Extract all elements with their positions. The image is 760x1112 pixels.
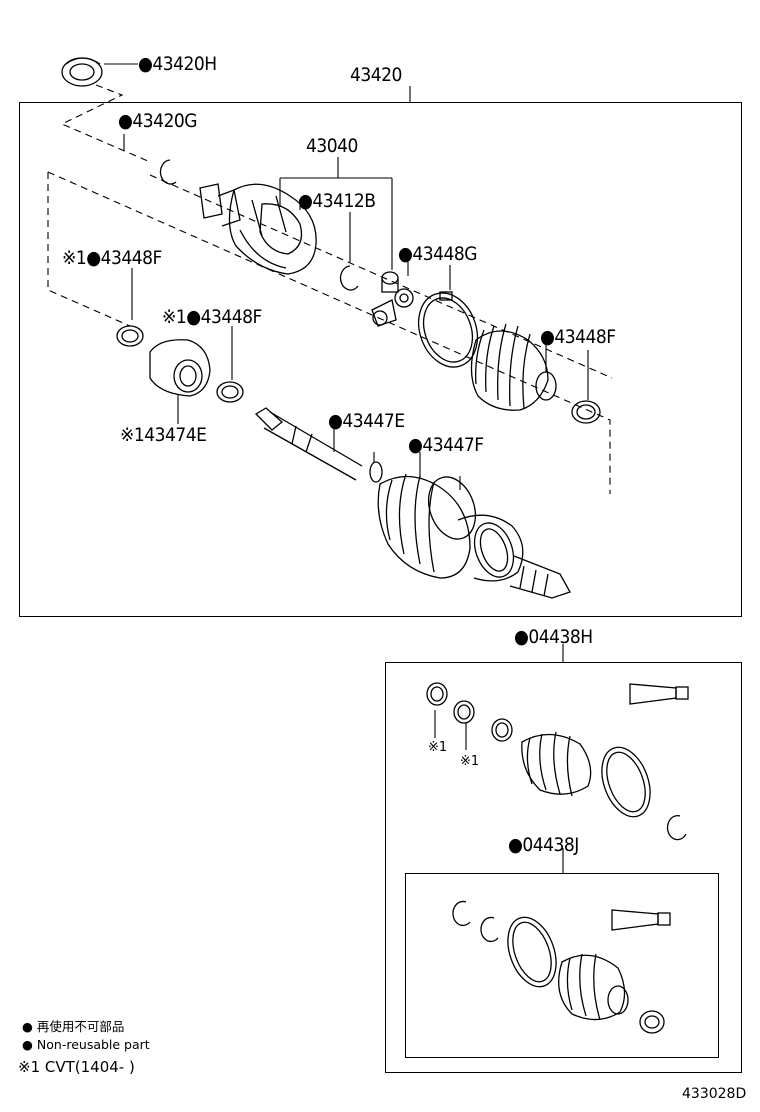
label-43420G: ●43420G — [118, 110, 198, 132]
kit-h-grease-tube — [629, 683, 689, 705]
legend-bullet-en: ● — [22, 1037, 33, 1052]
kit-j-boot — [558, 953, 629, 1021]
dashed-guides — [47, 84, 613, 494]
legend-nonreusable-en: Non-reusable part — [36, 1037, 150, 1052]
label-43448F-mid: ※1●43448F — [162, 306, 262, 328]
label-43447F: ●43447F — [408, 434, 484, 456]
kit-h-small-band-1 — [426, 682, 448, 706]
outboard-joint — [377, 473, 571, 599]
label-43412B: ●43412B — [298, 190, 376, 212]
kit-h-boot — [521, 731, 592, 797]
boot-band-large — [418, 291, 478, 368]
label-43420: 43420 — [350, 64, 402, 86]
kit-j-snap-ring-2 — [480, 916, 499, 943]
small-band-right — [571, 400, 601, 424]
main-assembly-box — [19, 102, 742, 617]
kit-j-small-band — [639, 1010, 665, 1034]
kit-h-small-band-2 — [453, 700, 475, 724]
inboard-boot — [470, 323, 557, 411]
label-43420H: ●43420H — [138, 53, 217, 75]
legend-row-en: ● Non-reusable part — [22, 1036, 150, 1054]
label-43448F-right: ●43448F — [540, 326, 616, 348]
drive-shaft — [254, 407, 383, 483]
legend-nonreusable-jp: 再使用不可部品 — [36, 1019, 125, 1034]
label-43448G: ●43448G — [398, 243, 478, 265]
kit-j-snap-ring-1 — [452, 900, 471, 927]
dust-seal-43420H — [61, 57, 103, 87]
kit-h-large-band — [601, 746, 651, 818]
kit-h-small-band-3 — [491, 718, 513, 742]
label-43448F-left: ※1●43448F — [62, 247, 162, 269]
legend: ● 再使用不可部品 ● Non-reusable part — [22, 1018, 150, 1054]
diagram-code: 433028D — [682, 1086, 747, 1102]
small-band-left — [116, 325, 144, 347]
label-43040: 43040 — [306, 135, 358, 157]
small-band-mid — [216, 381, 244, 403]
snap-ring-43420G — [159, 159, 177, 185]
snap-ring-43412B — [339, 265, 359, 291]
legend-row-jp: ● 再使用不可部品 — [22, 1018, 150, 1036]
label-43474E: ※143474E — [120, 424, 207, 446]
note-cvt-a: ※1 — [428, 740, 448, 755]
label-43447E: ●43447E — [328, 410, 405, 432]
kit-j-grease-tube — [611, 909, 671, 931]
inboard-joint-housing — [199, 183, 317, 275]
kit-h-snap-ring — [666, 814, 687, 841]
kit-j-large-band — [507, 916, 557, 988]
kit-04438J-box — [405, 873, 719, 1058]
legend-bullet-jp: ● — [22, 1019, 33, 1034]
kit-04438H-box — [385, 662, 742, 1073]
leader-lines — [104, 63, 589, 873]
label-04438J: ●04438J — [508, 834, 579, 856]
label-04438H: ●04438H — [514, 626, 593, 648]
legend-cvt-note: ※1 CVT(1404- ) — [18, 1058, 135, 1076]
tripod-joint — [371, 271, 414, 327]
dynamic-damper-43474E — [149, 339, 211, 397]
note-cvt-b: ※1 — [460, 754, 480, 769]
